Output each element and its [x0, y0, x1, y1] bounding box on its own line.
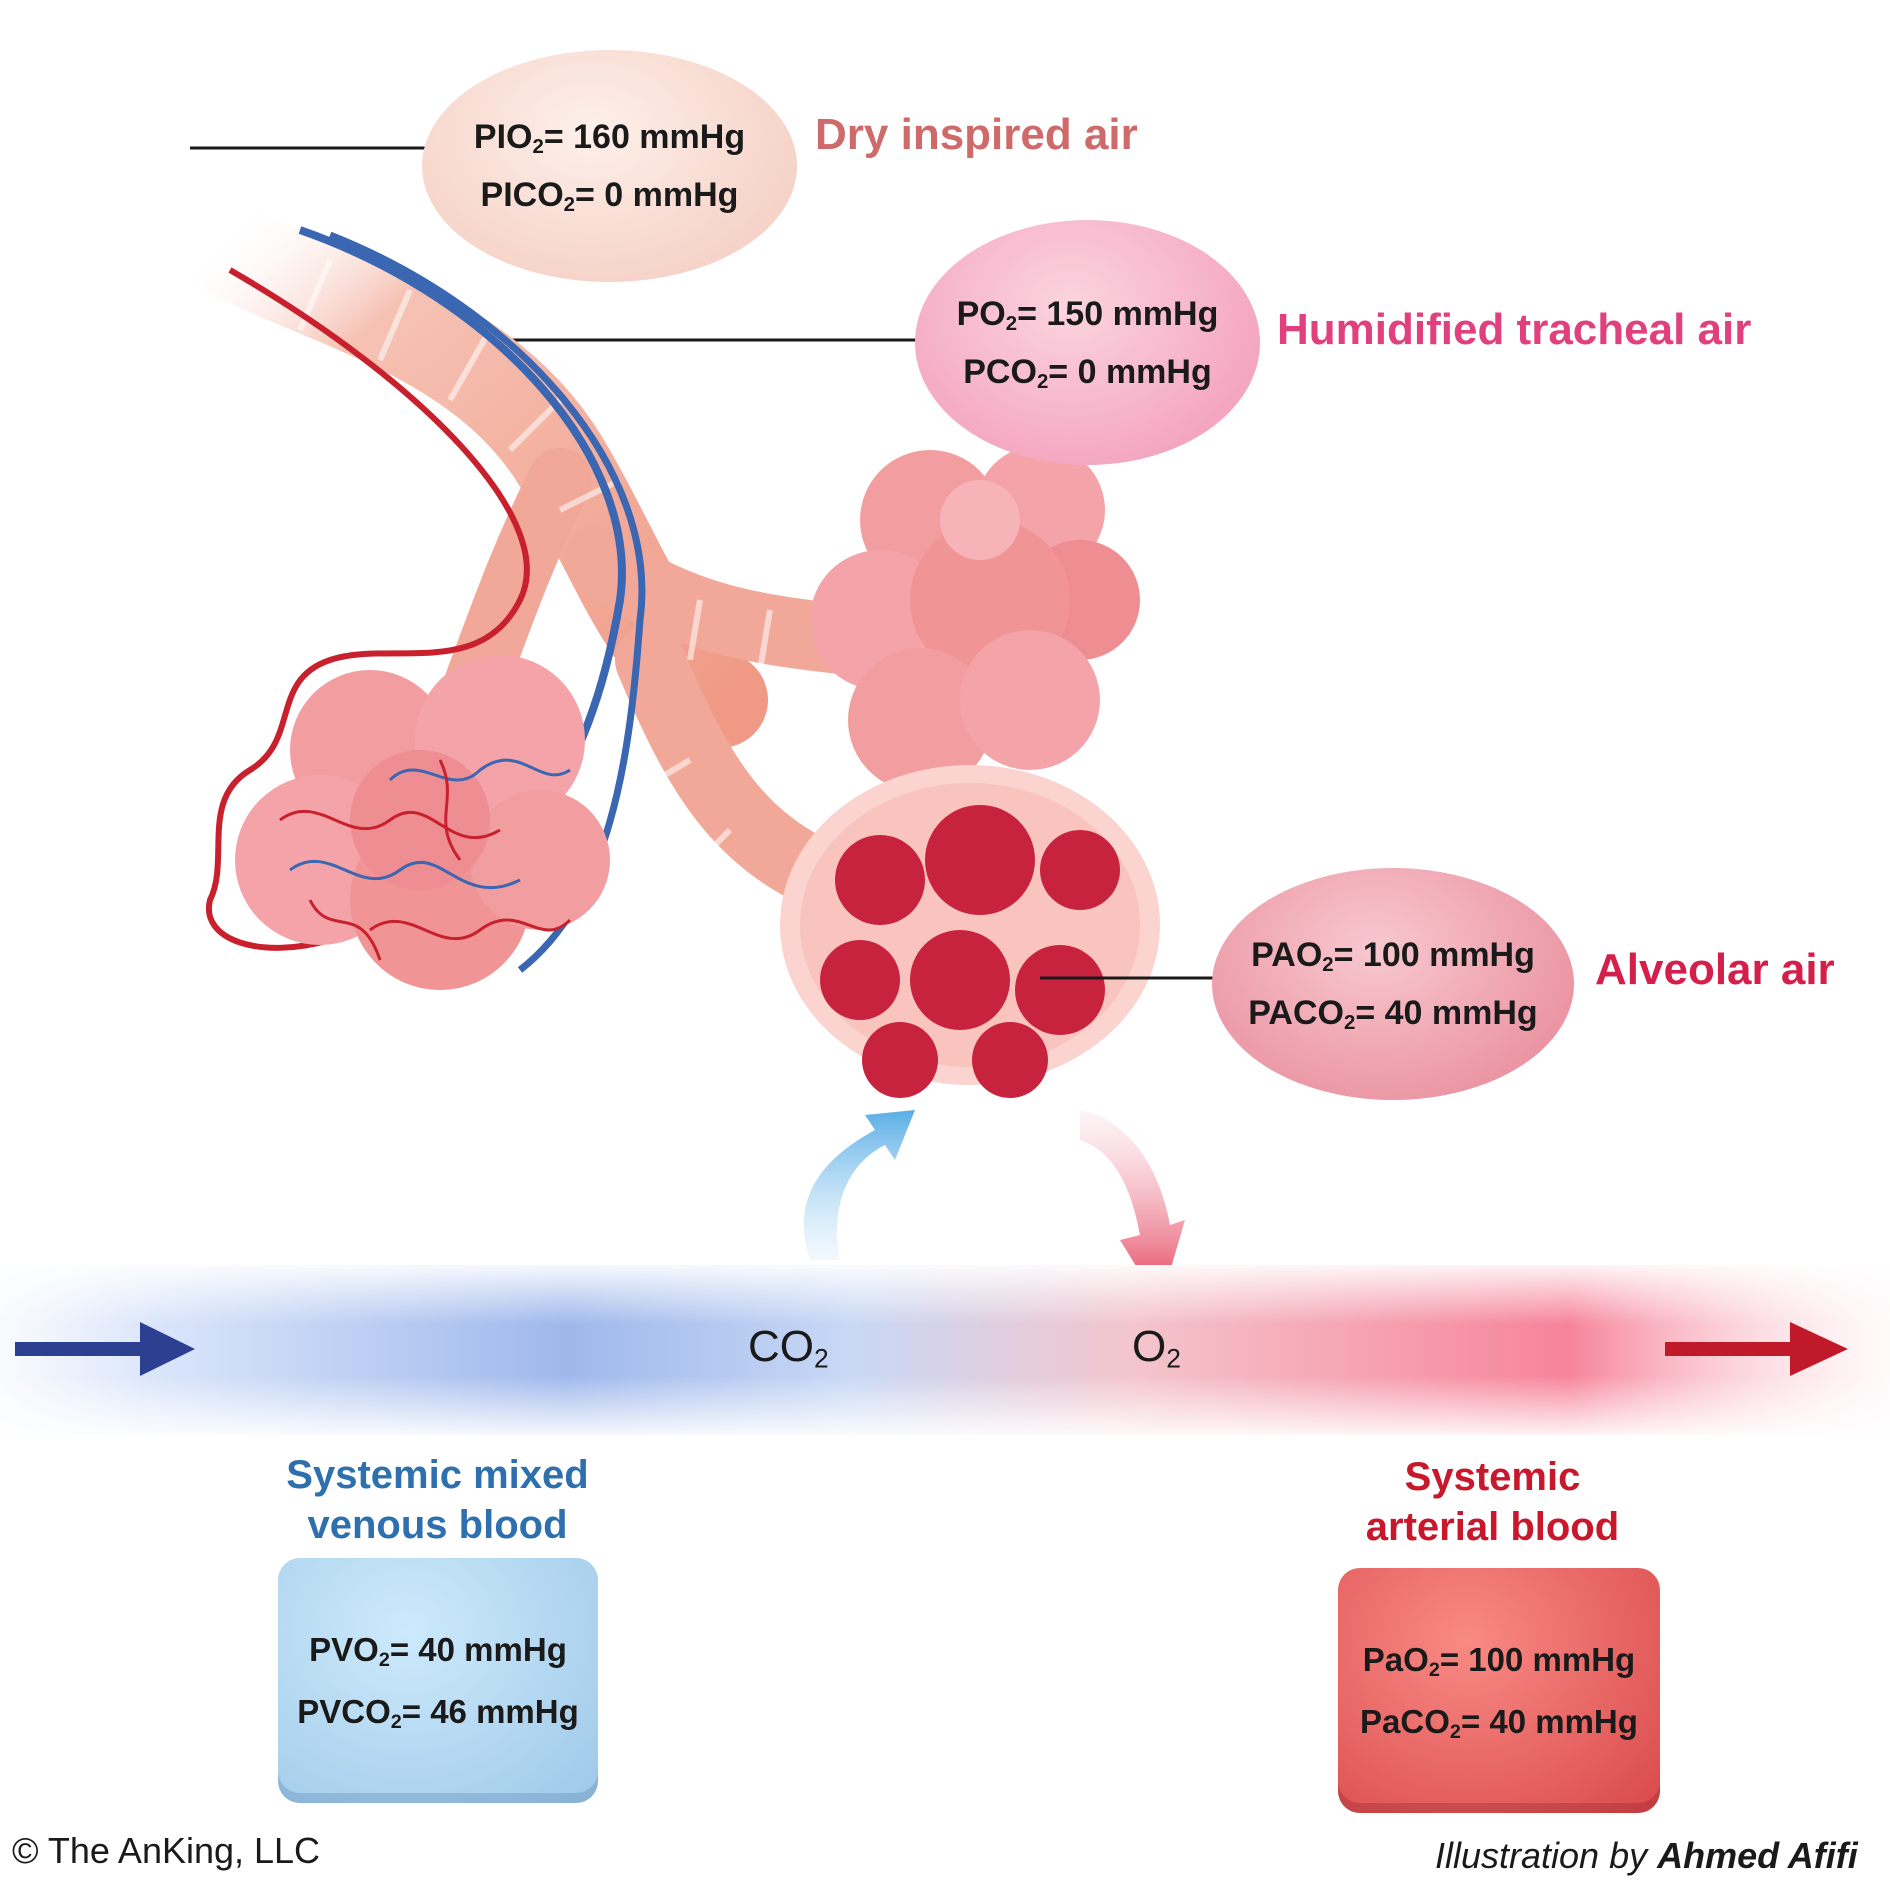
illustrator-name: Ahmed Afifi	[1657, 1835, 1858, 1876]
subscript-2: 2	[1344, 1012, 1356, 1035]
arterial-pco2-value: PaCO2= 40 mmHg	[1360, 1691, 1638, 1753]
venous-values-box: PVO2= 40 mmHg PVCO2= 46 mmHg	[278, 1558, 598, 1803]
dry-po2-prefix: PIO	[473, 118, 533, 156]
capillary-band-fade	[0, 1265, 1890, 1435]
dry-po2-value: PIO2= 160 mmHg	[474, 108, 745, 166]
o2-diffusion-arrow	[1080, 1110, 1185, 1305]
co2-gas-label: CO2	[748, 1322, 829, 1372]
tracheal-pco2-prefix: PCO	[963, 352, 1037, 391]
subscript-2: 2	[532, 136, 544, 159]
arterial-po2-suffix: = 100 mmHg	[1439, 1640, 1636, 1678]
tracheal-pco2-suffix: = 0 mmHg	[1048, 352, 1212, 391]
tracheal-po2-prefix: PO	[956, 294, 1006, 333]
alveolar-pco2-suffix: = 40 mmHg	[1355, 994, 1538, 1032]
arterial-blood-title: Systemic arterial blood	[1315, 1452, 1670, 1552]
venous-po2-suffix: = 40 mmHg	[389, 1630, 567, 1668]
alveolar-po2-suffix: = 100 mmHg	[1333, 936, 1535, 974]
subscript-2: 2	[563, 194, 575, 217]
illustrator-prefix: Illustration by	[1435, 1835, 1658, 1876]
illustrator-credit: Illustration by Ahmed Afifi	[1435, 1835, 1858, 1877]
venous-po2-value: PVO2= 40 mmHg	[309, 1619, 567, 1681]
subscript-2: 2	[1428, 1658, 1440, 1681]
dry-pco2-value: PICO2= 0 mmHg	[481, 166, 739, 224]
subscript-2: 2	[1005, 312, 1018, 335]
arterial-values-box: PaO2= 100 mmHg PaCO2= 40 mmHg	[1338, 1568, 1660, 1813]
venous-title-line-1: Systemic mixed	[286, 1453, 589, 1497]
co2-gas-text: CO	[748, 1322, 814, 1371]
venous-flow-arrow	[15, 1322, 195, 1376]
dry-pco2-prefix: PICO	[480, 176, 564, 214]
tracheal-air-bubble: PO2= 150 mmHg PCO2= 0 mmHg	[915, 220, 1260, 465]
subscript-2: 2	[378, 1648, 390, 1671]
tracheal-air-label: Humidified tracheal air	[1277, 305, 1752, 354]
alveolar-pco2-value: PACO2= 40 mmHg	[1248, 984, 1537, 1042]
arterial-title-line-1: Systemic	[1404, 1455, 1581, 1499]
alveolar-air-label: Alveolar air	[1595, 945, 1835, 994]
arterial-flow-arrow	[1665, 1322, 1848, 1376]
dry-pco2-suffix: = 0 mmHg	[575, 176, 739, 214]
dry-air-label: Dry inspired air	[815, 110, 1138, 159]
venous-po2-prefix: PVO	[309, 1630, 379, 1668]
copyright-text: © The AnKing, LLC	[12, 1830, 321, 1871]
arterial-po2-value: PaO2= 100 mmHg	[1363, 1629, 1635, 1691]
subscript-2: 2	[1036, 370, 1049, 393]
dry-air-bubble: PIO2= 160 mmHg PICO2= 0 mmHg	[422, 50, 797, 282]
o2-subscript: 2	[1166, 1343, 1181, 1374]
pulmonary-arteriole	[205, 267, 530, 951]
venous-pco2-suffix: = 46 mmHg	[401, 1692, 579, 1730]
subscript-2: 2	[1322, 954, 1334, 977]
arterial-po2-prefix: PaO	[1362, 1640, 1429, 1678]
tracheal-po2-value: PO2= 150 mmHg	[957, 285, 1219, 343]
arterial-pco2-prefix: PaCO	[1360, 1702, 1450, 1740]
capillary-alveolar-sac	[235, 655, 610, 990]
alveolar-po2-value: PAO2= 100 mmHg	[1251, 926, 1535, 984]
alveolar-air-bubble: PAO2= 100 mmHg PACO2= 40 mmHg	[1212, 868, 1574, 1100]
subscript-2: 2	[1449, 1720, 1461, 1743]
o2-gas-text: O	[1132, 1322, 1167, 1371]
venous-pco2-prefix: PVCO	[297, 1692, 391, 1730]
tracheal-po2-suffix: = 150 mmHg	[1017, 294, 1219, 333]
alveolar-po2-prefix: PAO	[1251, 936, 1323, 974]
subscript-2: 2	[390, 1710, 402, 1733]
arterial-pco2-suffix: = 40 mmHg	[1460, 1702, 1638, 1740]
alveolar-pco2-prefix: PACO	[1248, 994, 1344, 1032]
co2-subscript: 2	[814, 1343, 829, 1374]
tracheal-pco2-value: PCO2= 0 mmHg	[963, 343, 1211, 401]
co2-diffusion-arrow	[803, 1110, 915, 1260]
alveolar-cluster-upper	[810, 445, 1140, 792]
arterial-title-line-2: arterial blood	[1365, 1505, 1620, 1549]
venous-title-line-2: venous blood	[307, 1503, 568, 1547]
alveolus	[780, 765, 1160, 1098]
venous-pco2-value: PVCO2= 46 mmHg	[297, 1681, 579, 1743]
venous-blood-title: Systemic mixed venous blood	[250, 1450, 625, 1550]
o2-gas-label: O2	[1132, 1322, 1181, 1372]
dry-po2-suffix: = 160 mmHg	[543, 118, 746, 156]
